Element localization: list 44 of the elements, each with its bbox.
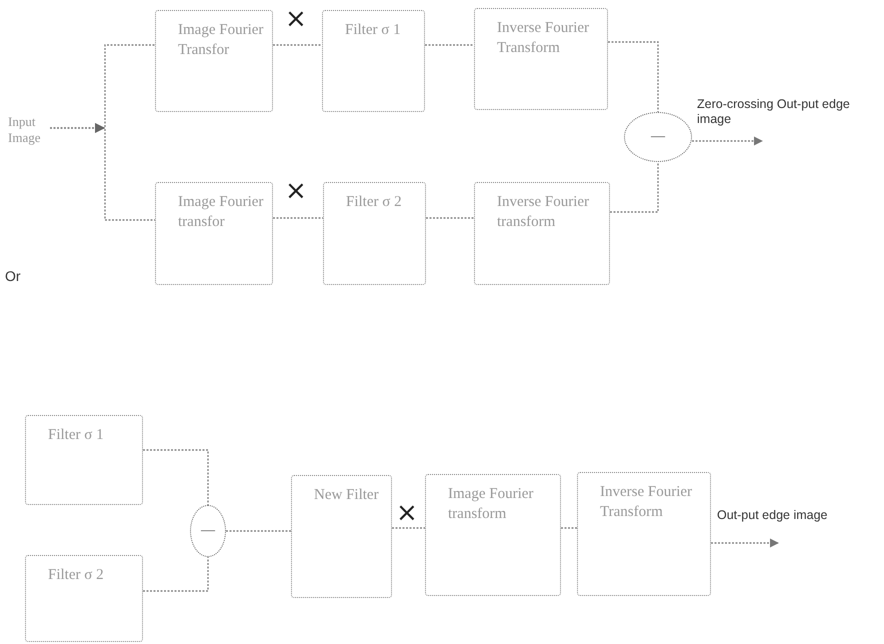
arrow <box>711 538 779 548</box>
output-label: Zero-crossing Out-put edge image <box>697 97 867 127</box>
box-label: Image Fourier Transfor <box>178 21 264 60</box>
box-label: Filter σ 2 <box>346 193 403 212</box>
connector-line <box>273 44 322 46</box>
box-label: Filter σ 1 <box>48 426 105 445</box>
box-label: Inverse Fourier Transform <box>497 19 590 58</box>
process-box <box>474 182 610 285</box>
box-label: Filter σ 1 <box>345 21 402 40</box>
connector-line <box>426 217 474 219</box>
process-box <box>25 415 143 505</box>
process-box <box>155 10 273 112</box>
box-label: New Filter <box>314 486 380 505</box>
subtract-circle <box>190 505 226 557</box>
connector-line <box>273 217 323 219</box>
minus-sign: — <box>201 522 215 540</box>
process-box <box>577 472 711 596</box>
process-box <box>291 475 392 598</box>
process-box <box>474 8 608 110</box>
process-box <box>425 474 561 596</box>
process-box <box>322 10 425 112</box>
connector-line <box>143 557 209 592</box>
box-label: Image Fourier transform <box>448 485 534 524</box>
arrow <box>50 123 155 221</box>
connector-line <box>608 41 659 112</box>
input-label: Input Image <box>8 114 50 146</box>
connector-line <box>425 44 474 46</box>
box-label: Filter σ 2 <box>48 566 105 585</box>
connector-line <box>226 530 291 532</box>
subtract-circle <box>624 112 692 162</box>
connector-line <box>143 449 209 505</box>
box-label: Inverse Fourier Transform <box>600 483 694 522</box>
connector-line <box>561 527 577 529</box>
process-box <box>155 182 273 285</box>
box-label: Image Fourier transfor <box>178 193 264 232</box>
connector-line <box>392 527 425 529</box>
or-label: Or <box>5 268 21 285</box>
process-box <box>25 555 143 642</box>
connector-line <box>610 162 659 213</box>
box-label: Inverse Fourier transform <box>497 193 590 232</box>
minus-sign: — <box>651 128 665 146</box>
arrow <box>692 136 763 146</box>
output-label: Out-put edge image <box>717 508 857 523</box>
process-box <box>323 182 426 285</box>
